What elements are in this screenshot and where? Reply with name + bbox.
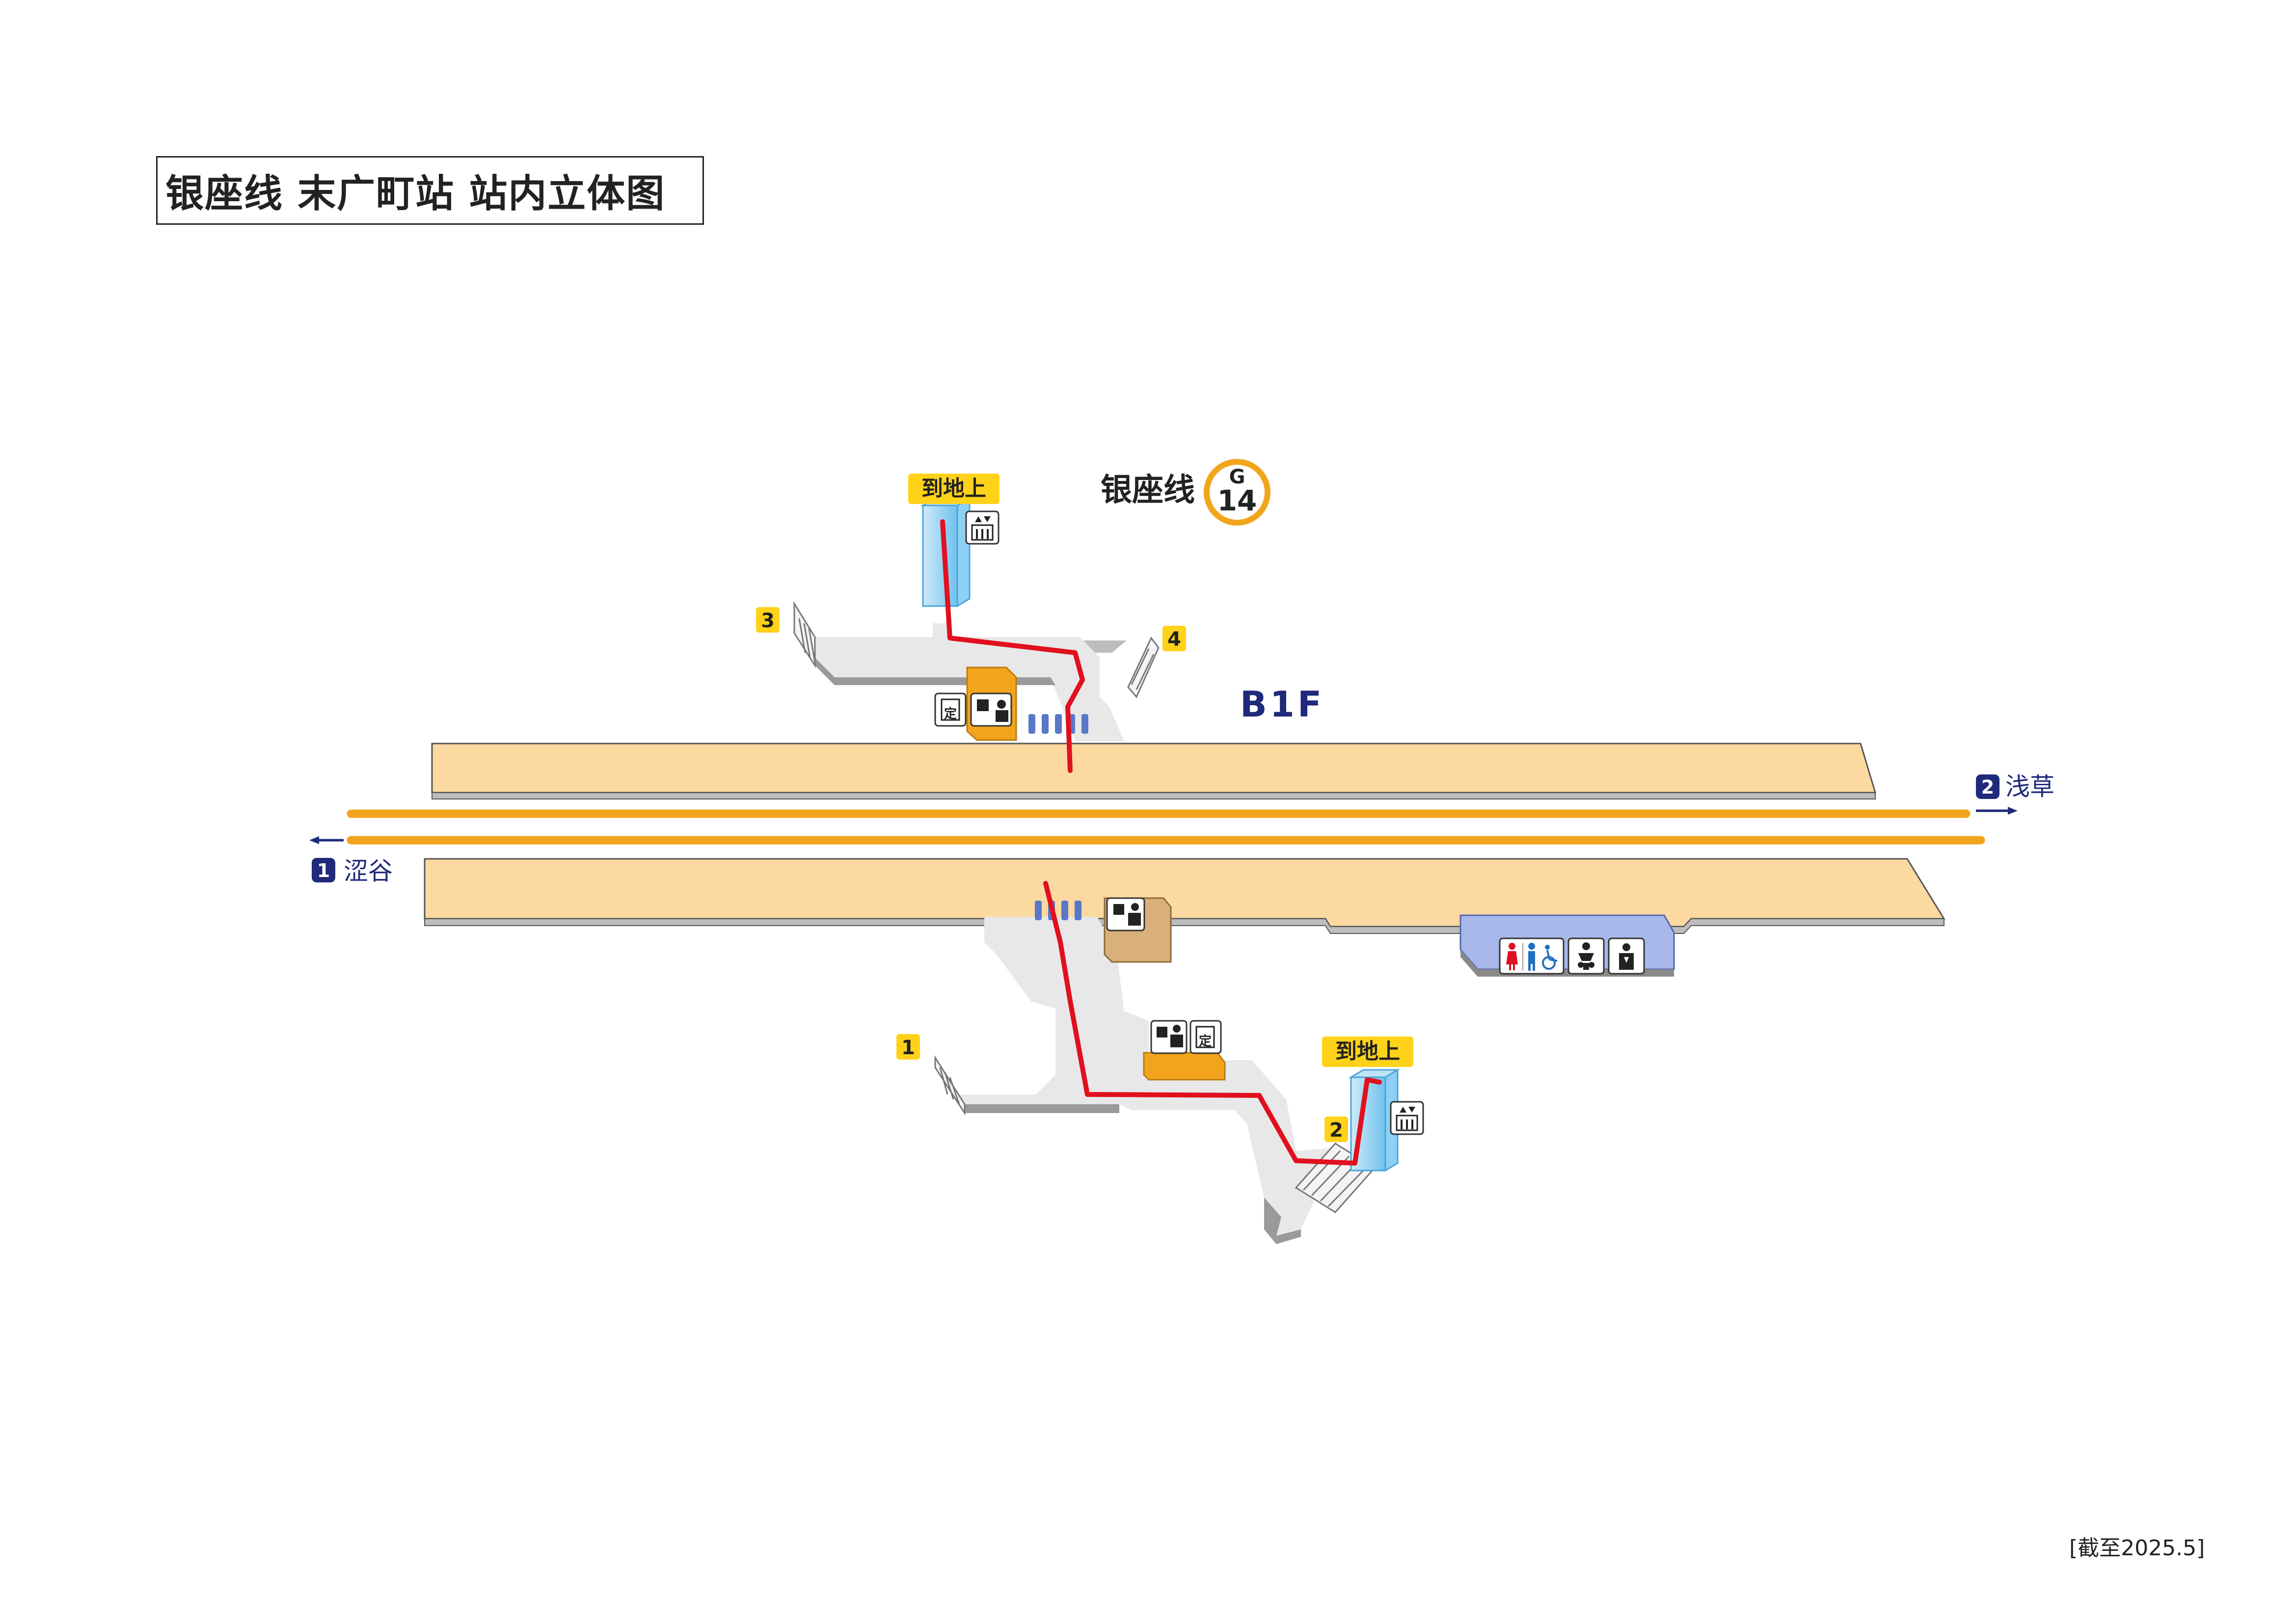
elevator-shaft-north: [922, 505, 958, 607]
exit-4-badge[interactable]: 4: [1162, 626, 1186, 651]
ticket-machine-icon-south: [1150, 1020, 1188, 1054]
svg-text:定: 定: [944, 706, 957, 721]
multipurpose-room-icon: [1608, 937, 1645, 975]
accessible-route-south: [1043, 881, 1382, 1166]
south-concourse: [934, 897, 1401, 1244]
restroom-icon: [1499, 937, 1565, 975]
svg-text:1: 1: [317, 860, 330, 881]
svg-text:14: 14: [1217, 484, 1257, 517]
ticket-machine-icon: [970, 692, 1012, 727]
direction-asakusa[interactable]: 2 浅草: [1976, 772, 2054, 801]
svg-text:定: 定: [1199, 1034, 1212, 1049]
exit-4-stairs: [1127, 637, 1160, 698]
svg-text:到地上: 到地上: [1335, 1039, 1400, 1064]
to-ground-label-bottom: 到地上: [1322, 1037, 1413, 1067]
page-title: 银座线 末广町站 站内立体图: [165, 172, 666, 216]
pass-office-icon: 定: [934, 692, 967, 727]
accessible-route-north: [940, 519, 1085, 773]
line-name-label: 银座线: [1101, 472, 1195, 508]
exit-2-badge[interactable]: 2: [1324, 1117, 1348, 1142]
exit-1-stairs: [934, 1055, 966, 1116]
elevator-icon: [965, 510, 999, 545]
svg-text:2: 2: [1329, 1119, 1343, 1142]
exit-3-badge[interactable]: 3: [756, 607, 780, 633]
svg-text:银座线: 银座线: [1101, 472, 1195, 508]
svg-text:2: 2: [1981, 776, 1994, 798]
exit-3-stairs: [793, 601, 816, 668]
ticket-booth-south: [1143, 1052, 1226, 1081]
elevator-icon-south: [1390, 1101, 1424, 1135]
floor-label: B1F: [1240, 684, 1324, 725]
svg-text:到地上: 到地上: [921, 476, 986, 501]
direction-arrow-left: [309, 836, 344, 844]
baby-care-icon: [1567, 937, 1605, 975]
svg-text:涩谷: 涩谷: [344, 857, 393, 885]
footer-note: [截至2025.5]: [2069, 1536, 2205, 1561]
svg-text:3: 3: [761, 610, 775, 632]
direction-shibuya[interactable]: 1 涩谷: [312, 857, 393, 885]
station-number-badge: G 14: [1204, 459, 1270, 526]
svg-text:1: 1: [901, 1037, 915, 1059]
svg-text:4: 4: [1167, 628, 1181, 651]
exit-1-badge[interactable]: 1: [896, 1034, 920, 1060]
to-ground-label-top: 到地上: [908, 474, 999, 504]
direction-arrow-right: [1976, 807, 2018, 815]
platform-upper: [431, 743, 1877, 799]
platform-lower: [424, 858, 1945, 934]
svg-text:浅草: 浅草: [2005, 772, 2054, 801]
title-box: 银座线 末广町站 站内立体图: [156, 156, 704, 225]
pass-office-icon-south: 定: [1189, 1020, 1222, 1054]
fare-adjustment-icon: [1106, 897, 1145, 931]
svg-text:G: G: [1229, 466, 1245, 488]
